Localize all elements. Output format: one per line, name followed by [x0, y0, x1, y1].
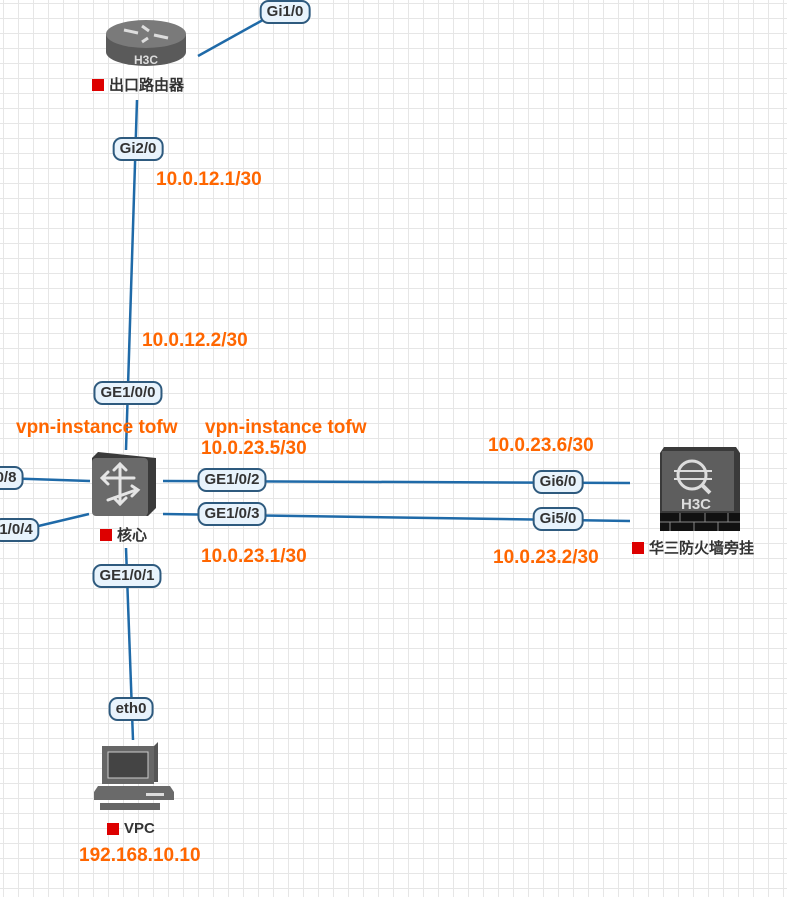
- vpc-device[interactable]: [94, 742, 174, 812]
- port-core-ge3[interactable]: GE1/0/3: [197, 502, 267, 526]
- firewall-device[interactable]: H3C: [660, 447, 740, 533]
- ip-core-ge3: 10.0.23.1/30: [201, 546, 307, 567]
- firewall-brand: H3C: [681, 496, 711, 513]
- vpn-instance-right: vpn-instance tofw: [205, 417, 367, 438]
- vpc-label: VPC: [107, 820, 155, 837]
- core-label: 核心: [100, 524, 147, 545]
- link-router-uplink[interactable]: [197, 14, 271, 58]
- port-core-ge0[interactable]: GE1/0/0: [93, 381, 163, 405]
- core-switch-device[interactable]: [92, 452, 162, 518]
- port-core-left-top[interactable]: 0/8: [0, 466, 24, 490]
- port-vpc-eth0[interactable]: eth0: [108, 697, 154, 721]
- port-core-ge2[interactable]: GE1/0/2: [197, 468, 267, 492]
- vpc-ip: 192.168.10.10: [79, 845, 201, 866]
- firewall-label: 华三防火墙旁挂: [632, 537, 754, 558]
- router-icon: H3C: [106, 20, 186, 67]
- status-marker: [107, 822, 119, 835]
- switch-icon: [92, 452, 156, 516]
- router-label: 出口路由器: [92, 74, 184, 95]
- port-core-ge1[interactable]: GE1/0/1: [92, 564, 162, 588]
- port-fw-gi6[interactable]: Gi6/0: [532, 470, 584, 494]
- port-fw-gi5[interactable]: Gi5/0: [532, 507, 584, 531]
- router-name: 出口路由器: [109, 77, 185, 94]
- firewall-name: 华三防火墙旁挂: [649, 540, 755, 557]
- port-core-left-bottom[interactable]: 1/0/4: [0, 518, 40, 542]
- pc-icon: [94, 742, 174, 810]
- firewall-icon: H3C: [660, 447, 740, 531]
- port-router-gi2[interactable]: Gi2/0: [112, 137, 164, 161]
- core-name: 核心: [117, 527, 148, 544]
- router-brand: H3C: [134, 53, 158, 67]
- link-core-left-bottom[interactable]: [29, 512, 90, 530]
- port-router-gi1[interactable]: Gi1/0: [259, 0, 311, 24]
- vpn-instance-left: vpn-instance tofw: [16, 417, 178, 438]
- ip-router-gi2: 10.0.12.1/30: [156, 169, 262, 190]
- ip-core-ge2: 10.0.23.5/30: [201, 438, 307, 459]
- ip-fw-gi5: 10.0.23.2/30: [493, 547, 599, 568]
- ip-fw-gi6: 10.0.23.6/30: [488, 435, 594, 456]
- status-marker: [100, 528, 112, 541]
- vpc-name: VPC: [124, 820, 155, 837]
- status-marker: [92, 78, 104, 91]
- router-device[interactable]: H3C: [104, 18, 188, 68]
- ip-core-ge0: 10.0.12.2/30: [142, 330, 248, 351]
- status-marker: [632, 541, 644, 554]
